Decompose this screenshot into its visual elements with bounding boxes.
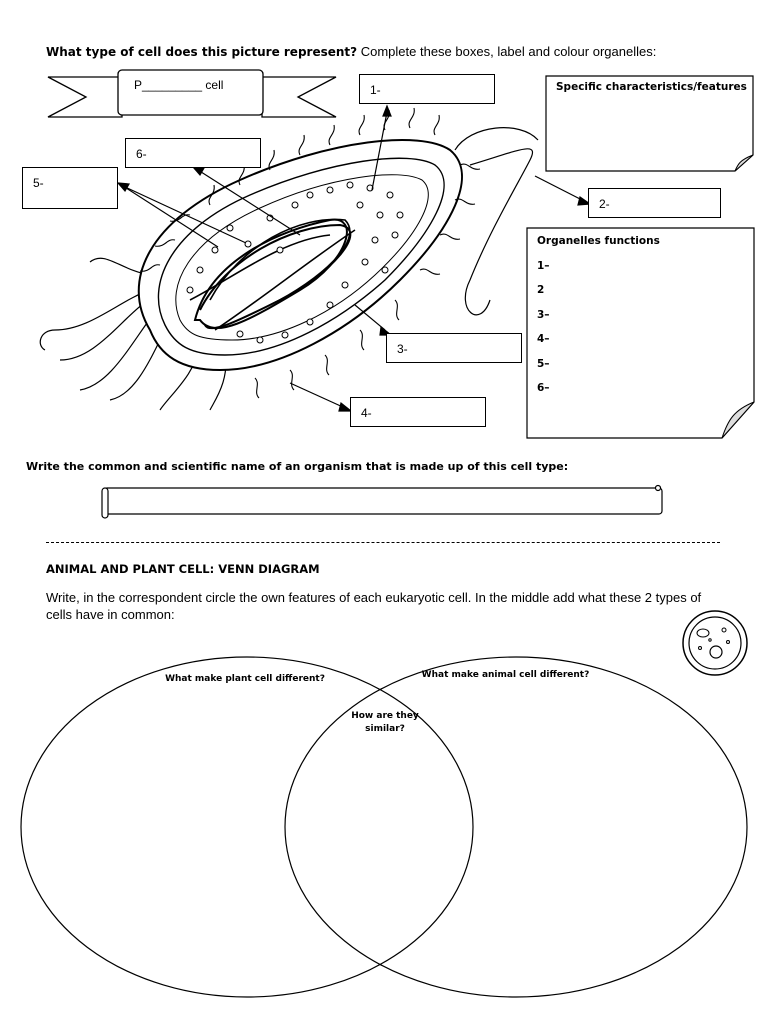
label-box-3[interactable]: 3- [386,333,522,363]
animal-circle [284,656,748,998]
cell-icon [682,610,748,676]
question-1-rest: Complete these boxes, label and colour o… [357,44,657,59]
label-arrows [116,104,592,412]
venn-instruction: Write, in the correspondent circle the o… [46,590,702,622]
question-1-bold: What type of cell does this picture repr… [46,45,358,59]
plant-circle [20,656,474,998]
common-label-2: similar? [365,724,405,734]
answer-scroll [101,484,663,519]
animal-answer-area[interactable] [480,690,730,970]
label-box-4[interactable]: 4- [350,397,486,427]
common-answer-area[interactable] [300,745,470,945]
bacterium-cell [137,139,463,372]
label-5: 5- [33,176,44,190]
banner-ribbon [47,69,337,118]
label-box-6[interactable]: 6- [125,138,261,168]
label-6: 6- [136,147,147,161]
organism-answer-field[interactable] [110,490,656,512]
characteristics-note [545,75,754,172]
characteristics-title: Specific characteristics/features [556,81,747,93]
function-item-6: 6– [537,382,550,394]
label-1: 1- [370,83,381,97]
function-item-3: 3– [537,309,550,321]
venn-title: ANIMAL AND PLANT CELL: VENN DIAGRAM [46,562,320,576]
common-label-1: How are they [351,711,419,721]
venn-diagram [20,656,748,998]
dashed-divider [46,542,720,543]
question-2: Write the common and scientific name of … [26,460,569,473]
plant-label: What make plant cell different? [165,674,325,684]
label-3: 3- [397,342,408,356]
banner-text: P_________ cell [134,78,224,92]
function-item-4: 4– [537,333,550,345]
label-box-5[interactable]: 5- [22,167,118,209]
function-item-5: 5– [537,358,550,370]
function-item-2: 2 [537,284,545,296]
functions-title: Organelles functions [537,235,660,247]
label-2: 2- [599,197,610,211]
functions-note [526,227,755,439]
plant-answer-area[interactable] [40,690,280,970]
label-box-2[interactable]: 2- [588,188,721,218]
label-box-1[interactable]: 1- [359,74,495,104]
function-item-1: 1– [537,260,550,272]
animal-label: What make animal cell different? [421,670,590,680]
label-4: 4- [361,406,372,420]
pili [139,107,481,399]
ribosomes [186,181,404,344]
question-1: What type of cell does this picture repr… [46,44,656,59]
